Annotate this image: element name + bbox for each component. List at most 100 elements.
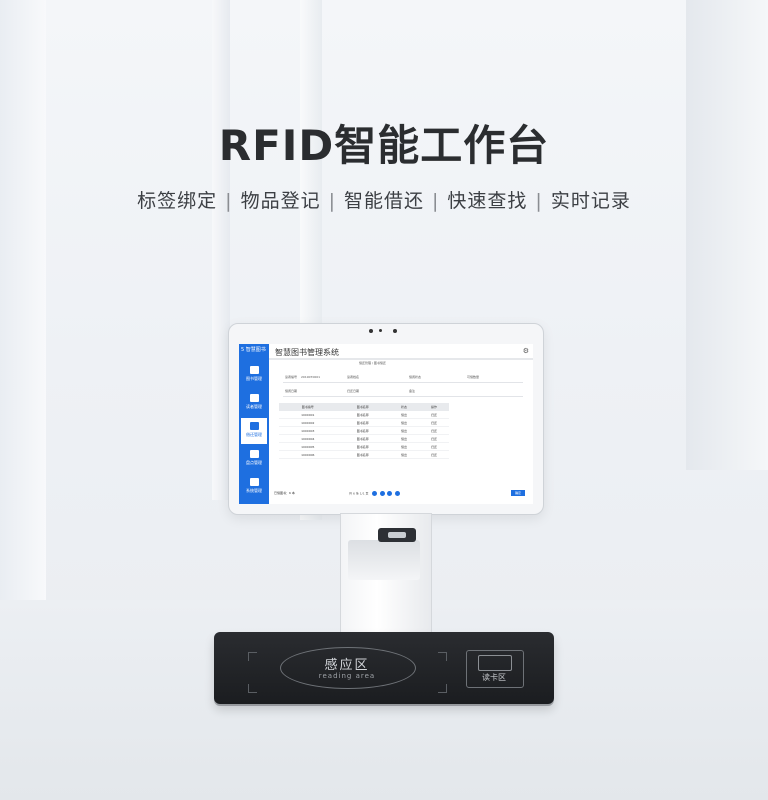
table-row[interactable]: 1000004 图书名称 借出 归还 <box>279 434 449 443</box>
form-label: 读者编号 <box>285 375 298 379</box>
table-row[interactable]: 1000001 图书名称 借出 归还 <box>279 411 449 419</box>
sidebar-item-readers[interactable]: 读者管理 <box>241 390 267 416</box>
rfid-sensing-area[interactable] <box>280 647 416 689</box>
feature-item: 快速查找 <box>447 190 528 212</box>
camera-icon <box>369 329 373 333</box>
return-link[interactable]: 归还 <box>418 411 449 419</box>
sidebar-item-label: 图书管理 <box>246 376 262 381</box>
table-cell: 图书名称 <box>336 450 389 459</box>
book-icon <box>249 366 259 374</box>
table-row[interactable]: 1000006 图书名称 借出 归还 <box>279 450 449 459</box>
table-header-row: 图书编号 图书名称 状态 操作 <box>279 403 449 411</box>
corner-mark <box>248 652 257 661</box>
feature-separator: | <box>432 190 440 212</box>
sensor-icon <box>379 329 382 332</box>
scanner-lens <box>388 532 406 538</box>
column-header: 状态 <box>388 403 419 411</box>
feature-item: 物品登记 <box>240 190 321 212</box>
background-wall <box>686 0 768 470</box>
gear-icon[interactable]: ⚙ <box>522 347 529 355</box>
table-cell: 借出 <box>388 434 419 443</box>
table-cell: 借出 <box>388 450 419 459</box>
background-wall <box>0 0 46 620</box>
app-screen: 5 智慧图书 图书管理 读者管理 借还管理 盘点管理 系统管理 智慧图 <box>239 344 533 504</box>
pagination-text: 共 6 条 1/1 页 <box>349 491 369 496</box>
table-cell: 图书名称 <box>336 434 389 443</box>
confirm-button[interactable]: 确定 <box>511 490 525 496</box>
table-cell: 1000004 <box>279 434 337 443</box>
feature-separator: | <box>225 190 233 212</box>
next-page-button[interactable] <box>387 491 393 496</box>
card-reader-area[interactable] <box>466 650 524 688</box>
pagination: 共 6 条 1/1 页 <box>349 491 401 496</box>
sidebar: 5 智慧图书 图书管理 读者管理 借还管理 盘点管理 系统管理 <box>239 344 269 504</box>
return-link[interactable]: 归还 <box>418 426 449 435</box>
return-link[interactable]: 归还 <box>418 450 449 459</box>
reader-id-field[interactable]: 2019070001 <box>301 375 321 379</box>
page-title: RFID智能工作台 <box>218 121 550 170</box>
form-label: 备注 <box>409 389 416 393</box>
form-divider <box>283 382 523 383</box>
camera-icon <box>393 329 397 333</box>
feature-list: 标签绑定|物品登记|智能借还|快速查找|实时记录 <box>0 186 768 213</box>
sidebar-item-books[interactable]: 图书管理 <box>241 362 267 388</box>
feature-item: 智能借还 <box>343 190 424 212</box>
table-cell: 图书名称 <box>336 442 389 451</box>
list-icon <box>249 450 259 458</box>
table-row[interactable]: 1000003 图书名称 借出 归还 <box>279 426 449 435</box>
table-cell: 图书名称 <box>336 418 389 427</box>
corner-mark <box>438 684 447 693</box>
column-header: 图书名称 <box>336 403 389 411</box>
card-icon <box>478 655 512 671</box>
sidebar-item-label: 盘点管理 <box>246 460 262 465</box>
return-link[interactable]: 归还 <box>418 418 449 427</box>
printer-cavity <box>348 540 420 580</box>
form-label: 借阅日期 <box>285 389 298 393</box>
table-cell: 1000003 <box>279 426 337 435</box>
prev-page-button[interactable] <box>379 491 385 496</box>
sidebar-item-system[interactable]: 系统管理 <box>241 474 267 500</box>
header-divider <box>269 358 533 360</box>
form-label: 借阅状态 <box>409 375 422 379</box>
sensing-area-label: 感应区 <box>324 658 370 673</box>
feature-separator: | <box>328 190 336 212</box>
app-logo: 5 智慧图书 <box>241 347 266 353</box>
swap-icon <box>249 422 259 430</box>
table-cell: 图书名称 <box>336 411 389 419</box>
return-link[interactable]: 归还 <box>418 434 449 443</box>
return-link[interactable]: 归还 <box>418 442 449 451</box>
background-pillar <box>212 0 230 500</box>
table-cell: 1000006 <box>279 450 337 459</box>
form-label: 可借数量 <box>467 375 480 379</box>
table-cell: 1000005 <box>279 442 337 451</box>
card-reader-label: 读卡区 <box>482 673 506 682</box>
user-icon <box>249 394 259 402</box>
table-row[interactable]: 1000005 图书名称 借出 归还 <box>279 442 449 451</box>
sidebar-item-label: 读者管理 <box>246 404 262 409</box>
table-cell: 借出 <box>388 426 419 435</box>
column-header: 图书编号 <box>279 403 337 411</box>
feature-item: 标签绑定 <box>137 190 218 212</box>
table-cell: 1000001 <box>279 411 337 419</box>
table-row[interactable]: 1000002 图书名称 借出 归还 <box>279 418 449 427</box>
form-label: 归还日期 <box>347 389 360 393</box>
borrowed-count: 已借图书：6 本 <box>274 491 295 495</box>
app-title: 智慧图书管理系统 <box>275 348 339 357</box>
column-header: 操作 <box>418 403 449 411</box>
sidebar-item-label: 借还管理 <box>246 432 262 437</box>
breadcrumb: 借还管理 / 图书借还 <box>359 361 386 365</box>
last-page-button[interactable] <box>395 491 401 496</box>
borrow-table: 图书编号 图书名称 状态 操作 1000001 图书名称 借出 归还 10000… <box>279 403 449 459</box>
form-label: 读者姓名 <box>347 375 360 379</box>
workstation-monitor: 5 智慧图书 图书管理 读者管理 借还管理 盘点管理 系统管理 智慧图 <box>228 323 544 515</box>
corner-mark <box>248 684 257 693</box>
form-divider <box>283 396 523 397</box>
sidebar-item-inventory[interactable]: 盘点管理 <box>241 446 267 472</box>
first-page-button[interactable] <box>371 491 377 496</box>
table-cell: 借出 <box>388 411 419 419</box>
sidebar-item-borrow[interactable]: 借还管理 <box>241 418 267 444</box>
grid-icon <box>249 478 259 486</box>
table-cell: 图书名称 <box>336 426 389 435</box>
sensing-area-sublabel: reading area <box>318 672 376 680</box>
feature-item: 实时记录 <box>550 190 631 212</box>
